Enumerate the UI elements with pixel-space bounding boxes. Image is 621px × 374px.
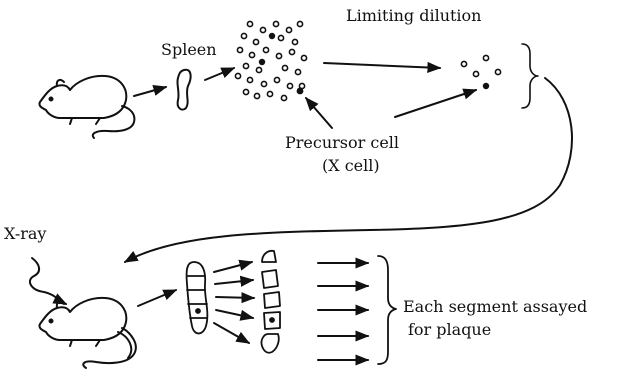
- mouse-donor-icon: [39, 76, 134, 138]
- spleen-cell-cluster: [235, 21, 306, 100]
- arrow-mouse-to-spleen: [134, 87, 166, 96]
- spleen-organ-icon: [177, 70, 190, 110]
- segmented-spleen-icon: [187, 262, 208, 334]
- assay-label-line2: for plaque: [408, 320, 491, 340]
- segment-2: [262, 270, 278, 288]
- arrow-limiting-dilution: [324, 63, 440, 68]
- x-ray-arrow: [30, 258, 66, 304]
- arrow-spleen-to-cells: [205, 68, 234, 80]
- x-ray-label: X-ray: [4, 224, 46, 244]
- top-brace: [522, 44, 538, 108]
- spleen-label: Spleen: [161, 40, 217, 60]
- arrow-mouse-to-segmented-spleen: [138, 290, 176, 306]
- arrow-precursor-to-cluster: [306, 98, 332, 128]
- assay-arrows: [318, 263, 368, 360]
- precursor-cell-label: Precursor cell: [285, 133, 399, 153]
- spleen-segments: [261, 251, 280, 353]
- segment-1: [262, 251, 276, 262]
- arrow-precursor-to-diluted: [395, 90, 476, 117]
- segment-3: [264, 292, 280, 308]
- bottom-brace: [378, 256, 396, 364]
- limiting-dilution-label: Limiting dilution: [346, 6, 481, 26]
- diluted-cells: [461, 55, 500, 89]
- segment-5: [261, 334, 278, 353]
- mouse-recipient-icon: [39, 298, 135, 368]
- segment-fan-arrows: [214, 262, 254, 343]
- x-cell-label: (X cell): [322, 156, 380, 176]
- assay-label-line1: Each segment assayed: [403, 297, 587, 317]
